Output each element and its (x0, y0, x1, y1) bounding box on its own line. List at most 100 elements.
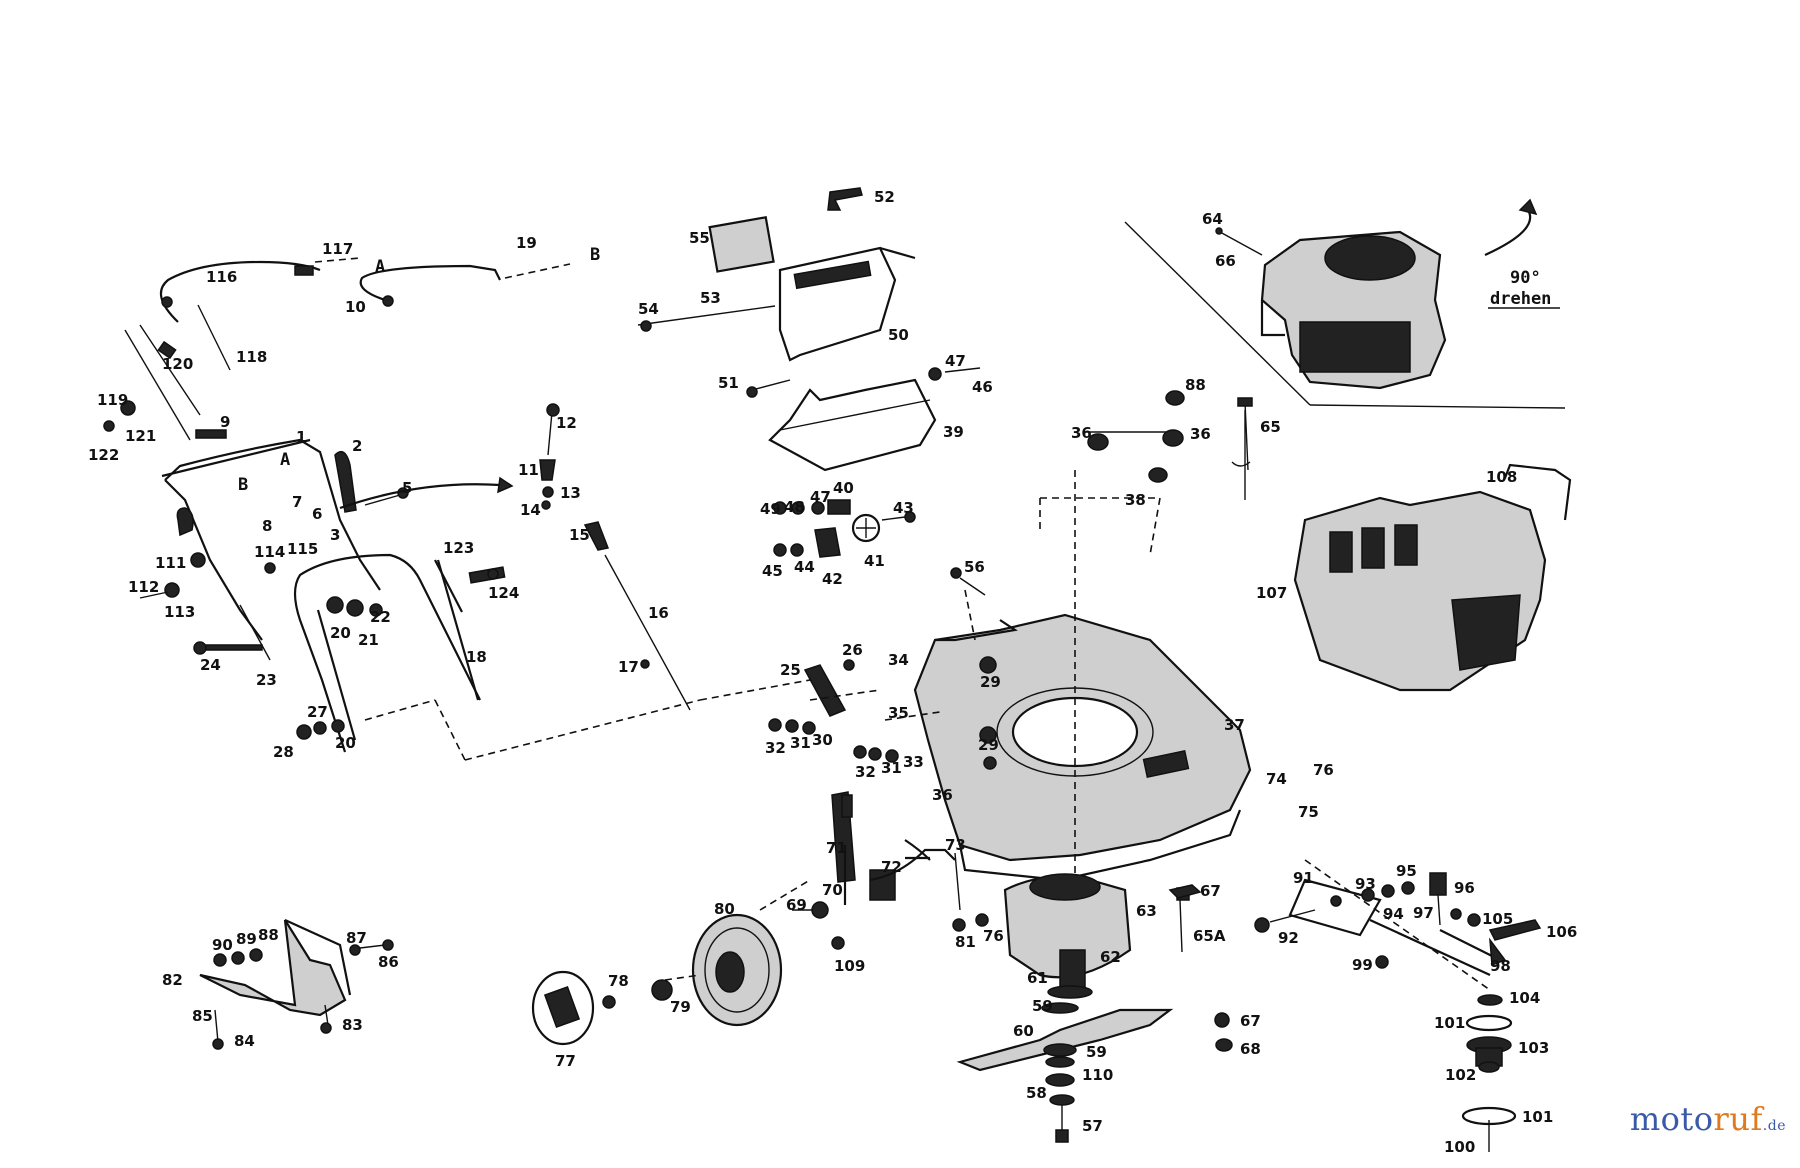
part-label-102: 102 (1445, 1066, 1476, 1084)
part-label-60: 60 (1013, 1022, 1034, 1040)
part-label-74: 74 (1266, 770, 1287, 788)
part-label-35: 35 (888, 704, 909, 722)
marker-A-top: A (375, 257, 385, 277)
part-label-95: 95 (1396, 862, 1417, 880)
part-label-92: 92 (1278, 929, 1299, 947)
part-label-65: 65 (1260, 418, 1281, 436)
part-label-46: 46 (972, 378, 993, 396)
part-label-101: 101 (1434, 1014, 1465, 1032)
part-label-29: 29 (980, 673, 1001, 691)
part-label-109: 109 (834, 957, 865, 975)
part-label-117: 117 (322, 240, 353, 258)
part-label-29b: 29 (978, 736, 999, 754)
rotate-note-text: drehen (1490, 289, 1551, 309)
wheel-assembly (531, 791, 989, 1046)
part-label-55: 55 (689, 229, 710, 247)
part-label-44: 44 (794, 558, 815, 576)
part-label-5: 5 (402, 479, 412, 497)
part-label-107: 107 (1256, 584, 1287, 602)
part-label-97: 97 (1413, 904, 1434, 922)
blade-assembly (956, 873, 1233, 1143)
part-label-36b: 36 (1190, 425, 1211, 443)
part-label-56: 56 (964, 558, 985, 576)
part-label-110: 110 (1082, 1066, 1113, 1084)
part-label-34: 34 (888, 651, 909, 669)
part-label-98: 98 (1490, 957, 1511, 975)
part-label-18: 18 (466, 648, 487, 666)
part-label-64: 64 (1202, 210, 1223, 228)
marker-A-handle: A (280, 450, 290, 470)
height-adjust-parts (768, 659, 941, 763)
part-label-11: 11 (518, 461, 539, 479)
part-label-121: 121 (125, 427, 156, 445)
part-label-31: 31 (790, 734, 811, 752)
part-label-77: 77 (555, 1052, 576, 1070)
part-label-36c: 36 (932, 786, 953, 804)
part-label-21: 21 (358, 631, 379, 649)
rotate-note-angle: 90° (1510, 268, 1541, 288)
cable-parts (339, 403, 691, 711)
part-label-67b: 67 (1240, 1012, 1261, 1030)
part-label-120: 120 (162, 355, 193, 373)
part-label-2: 2 (352, 437, 362, 455)
part-label-76b: 76 (983, 927, 1004, 945)
part-label-30: 30 (812, 731, 833, 749)
mower-deck (913, 390, 1253, 960)
part-label-32b: 32 (855, 763, 876, 781)
part-label-25: 25 (780, 661, 801, 679)
part-label-3: 3 (330, 526, 340, 544)
part-label-114: 114 (254, 543, 285, 561)
part-label-26: 26 (842, 641, 863, 659)
part-label-10: 10 (345, 298, 366, 316)
part-label-105: 105 (1482, 910, 1513, 928)
part-label-113: 113 (164, 603, 195, 621)
part-label-37: 37 (1224, 716, 1245, 734)
part-label-85: 85 (192, 1007, 213, 1025)
part-label-88: 88 (1185, 376, 1206, 394)
part-labels: 1 2 3 5 6 7 8 9 10 11 12 13 14 15 16 17 … (88, 188, 1577, 1156)
part-label-86: 86 (378, 953, 399, 971)
part-label-103: 103 (1518, 1039, 1549, 1057)
part-label-61: 61 (1027, 969, 1048, 987)
part-label-83: 83 (342, 1016, 363, 1034)
part-label-72: 72 (881, 858, 902, 876)
part-label-78: 78 (608, 972, 629, 990)
brand-tld: .de (1762, 1118, 1786, 1134)
handle-assembly (103, 257, 811, 761)
part-label-19: 19 (516, 234, 537, 252)
brand-name-part-b: ruf (1713, 1100, 1763, 1138)
part-label-32: 32 (765, 739, 786, 757)
part-label-76: 76 (1313, 761, 1334, 779)
part-label-47: 47 (945, 352, 966, 370)
part-label-124: 124 (488, 584, 519, 602)
part-label-115: 115 (287, 540, 318, 558)
part-label-108: 108 (1486, 468, 1517, 486)
part-label-96: 96 (1454, 879, 1475, 897)
part-label-40: 40 (833, 479, 854, 497)
part-label-75: 75 (1298, 803, 1319, 821)
part-label-67: 67 (1200, 882, 1221, 900)
marker-B-handle: B (238, 475, 248, 495)
part-label-48: 48 (784, 498, 805, 516)
part-label-42: 42 (822, 570, 843, 588)
part-label-87: 87 (346, 929, 367, 947)
part-label-71: 71 (826, 839, 847, 857)
marker-B-top: B (590, 245, 600, 265)
part-label-23: 23 (256, 671, 277, 689)
part-label-12: 12 (556, 414, 577, 432)
part-label-104: 104 (1509, 989, 1540, 1007)
part-label-111: 111 (155, 554, 186, 572)
part-label-118: 118 (236, 348, 267, 366)
part-label-17: 17 (618, 658, 639, 676)
engine-assembly (1124, 198, 1566, 409)
part-label-63: 63 (1136, 902, 1157, 920)
part-label-8: 8 (262, 517, 272, 535)
part-label-89: 89 (236, 930, 257, 948)
part-label-31b: 31 (881, 759, 902, 777)
part-label-91: 91 (1293, 869, 1314, 887)
part-label-33: 33 (903, 753, 924, 771)
part-label-20: 20 (330, 624, 351, 642)
part-label-59b: 59 (1086, 1043, 1107, 1061)
part-label-122: 122 (88, 446, 119, 464)
